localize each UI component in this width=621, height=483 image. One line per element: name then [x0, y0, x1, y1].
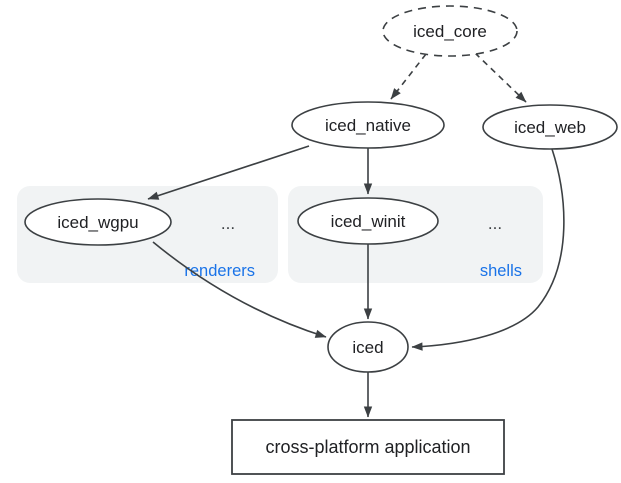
renderers-ellipsis: ... [221, 214, 235, 233]
node-iced: iced [327, 321, 409, 373]
iced-web-ellipse [482, 104, 618, 150]
iced-wgpu-ellipse [24, 198, 172, 246]
iced-winit-label: iced_winit [331, 212, 406, 231]
iced-native-ellipse [291, 101, 445, 149]
node-iced-wgpu: iced_wgpu [24, 198, 172, 246]
node-iced-native: iced_native [291, 101, 445, 149]
iced-native-label: iced_native [325, 116, 411, 135]
iced-core-ellipse [382, 5, 518, 57]
iced-core-label: iced_core [413, 22, 487, 41]
iced-winit-ellipse [297, 197, 439, 245]
iced-wgpu-label: iced_wgpu [57, 213, 138, 232]
iced-label: iced [352, 338, 383, 357]
iced-web-label: iced_web [514, 118, 586, 137]
edge-iced-core-to-iced-native [390, 53, 427, 100]
node-iced-core: iced_core [382, 5, 518, 57]
node-iced-web: iced_web [482, 104, 618, 150]
iced-ellipse [327, 321, 409, 373]
node-cross-platform-application: cross-platform application [231, 419, 505, 475]
edge-iced-core-to-iced-web [474, 52, 527, 103]
node-iced-winit: iced_winit [297, 197, 439, 245]
shells-group-label: shells [480, 262, 522, 280]
shells-ellipsis: ... [488, 214, 502, 233]
edge-iced-web-to-iced [411, 148, 565, 351]
edge-iced-native-to-iced-wgpu [147, 145, 310, 200]
application-rect [231, 419, 505, 475]
edge-iced-wgpu-to-iced [152, 241, 327, 338]
renderers-group-label: renderers [184, 262, 255, 280]
application-label: cross-platform application [265, 437, 470, 457]
